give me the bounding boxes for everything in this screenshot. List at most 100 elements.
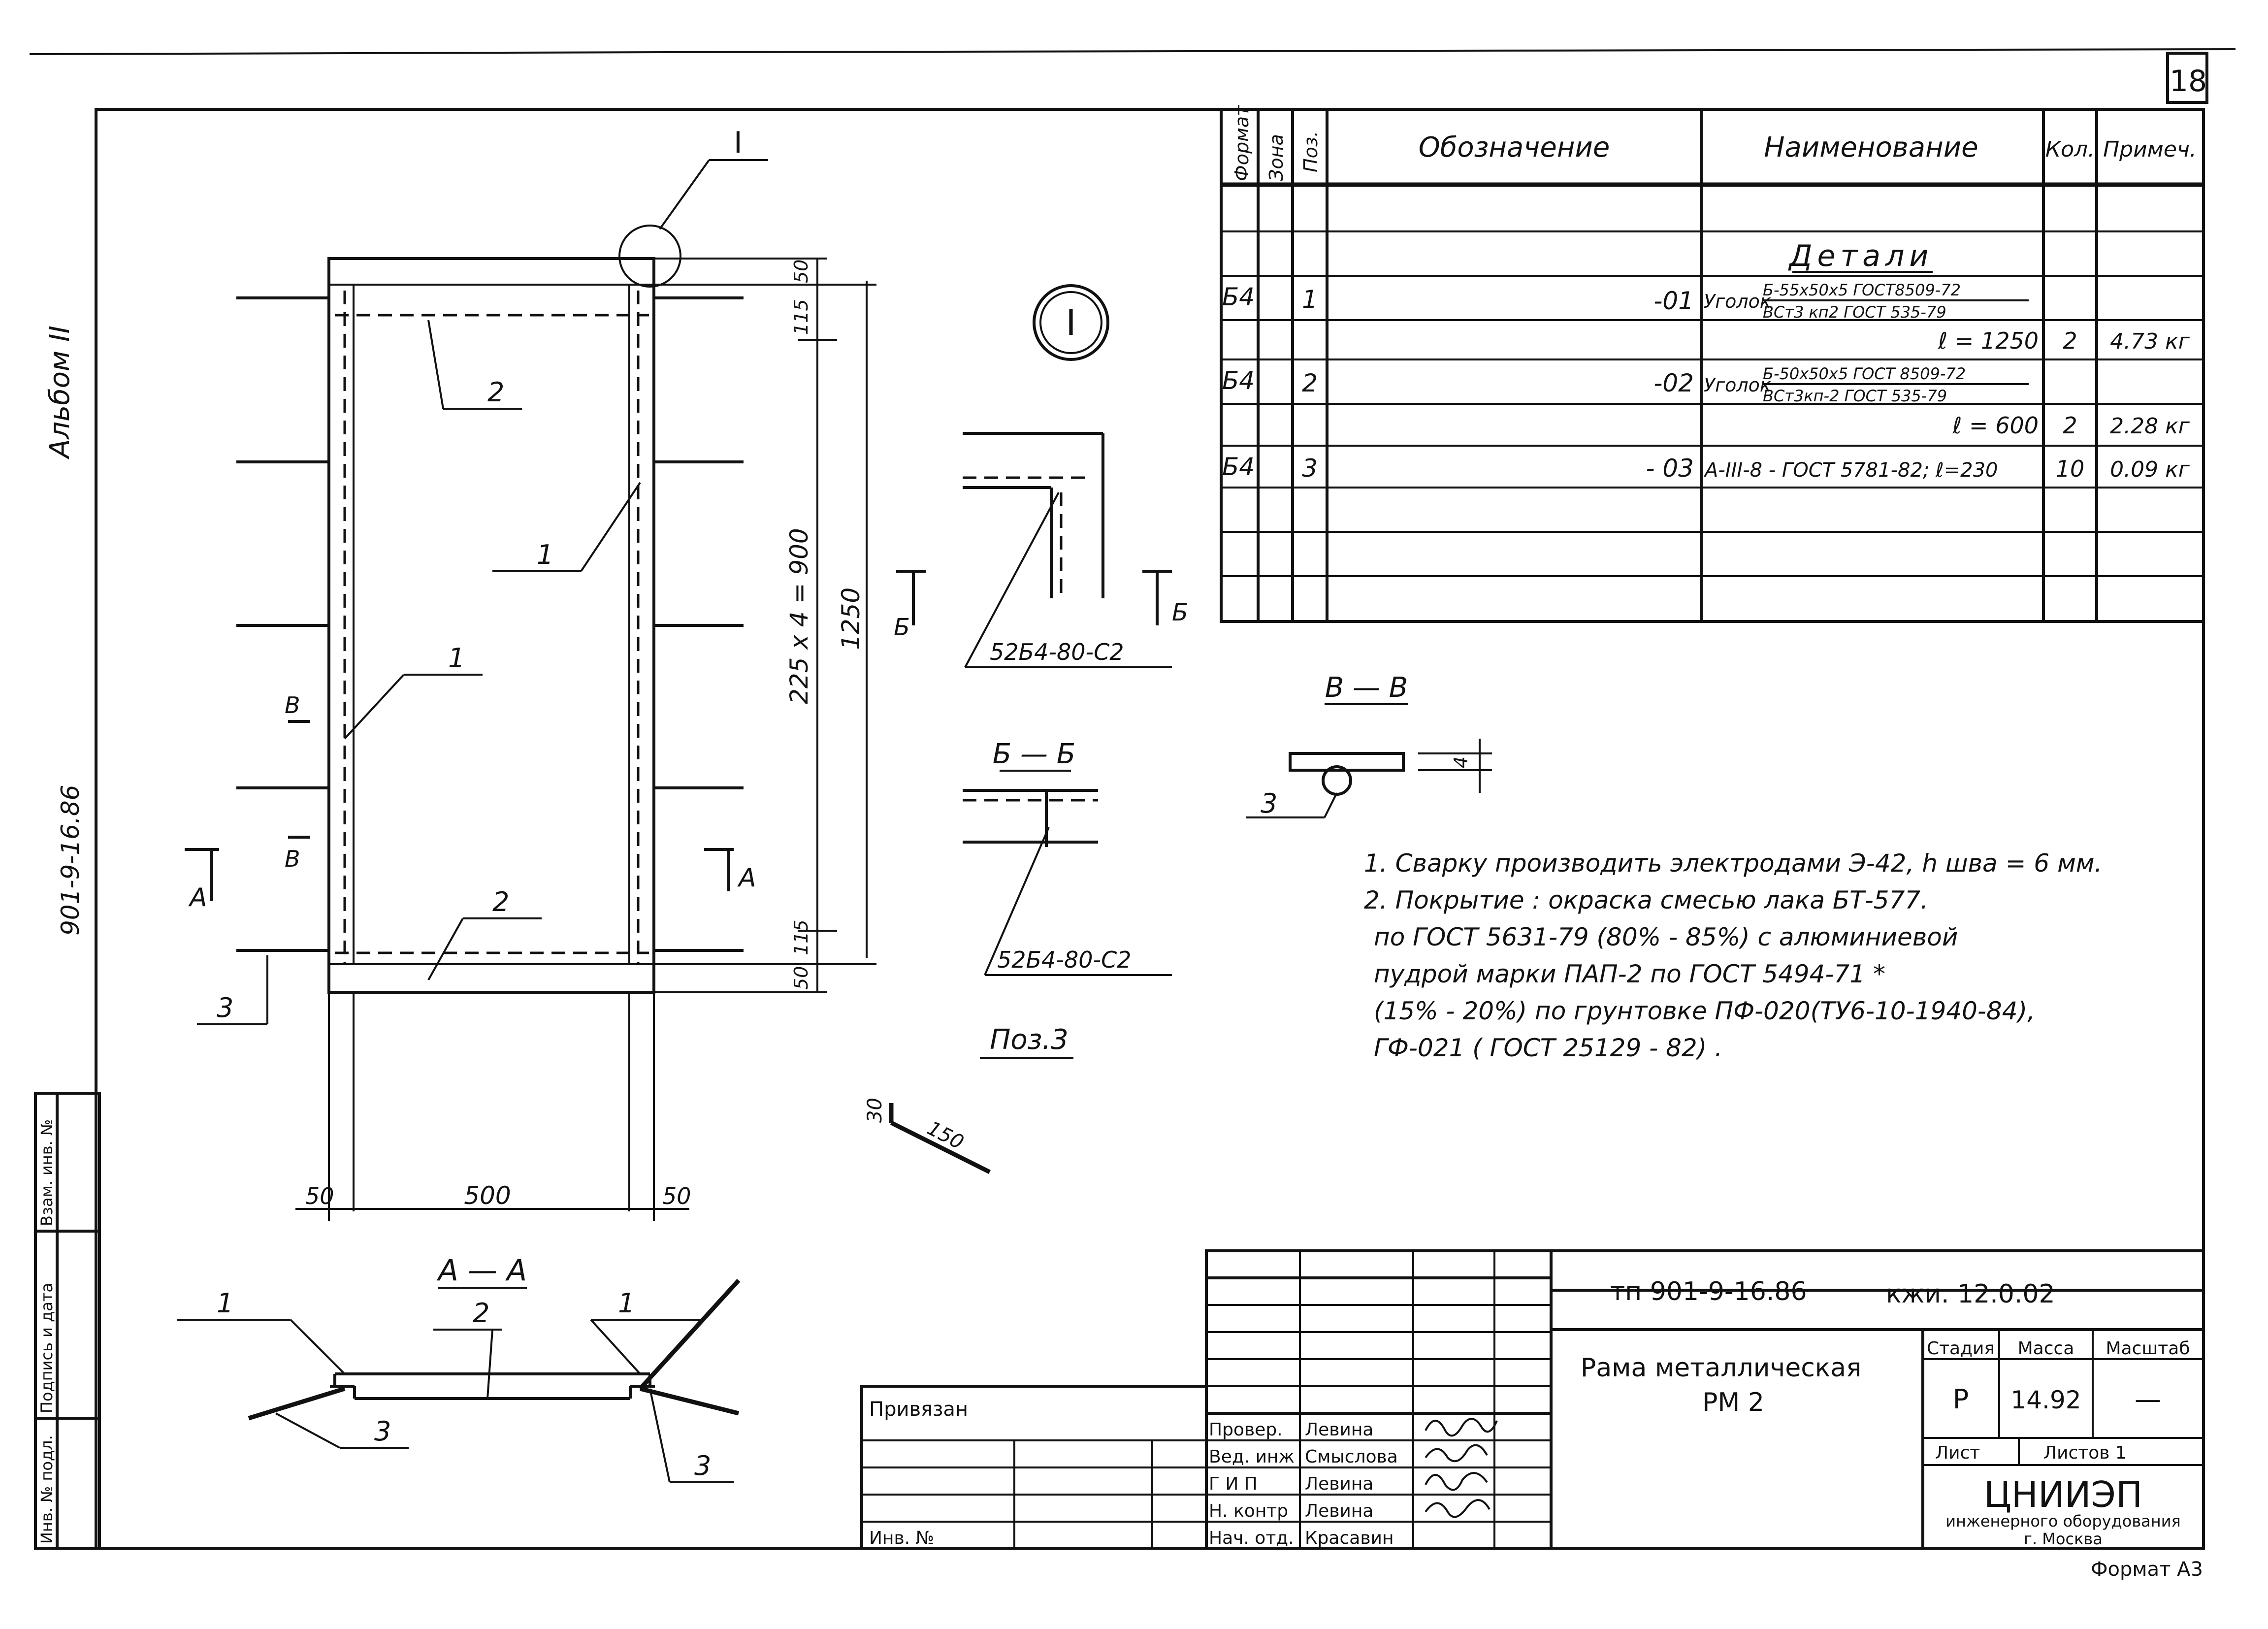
dim-30: 30 [864,1098,886,1123]
hdr-designation: Обозначение [1419,131,1610,163]
marker-v-bottom: В [285,846,300,872]
callout-3-left: 3 [217,992,233,1023]
note-line-1: 1. Сварку производить электродами Э-42, … [1364,849,2102,878]
row3-format: Б4 [1222,453,1255,481]
row1-format: Б4 [1222,283,1255,311]
dim-500: 500 [464,1181,511,1210]
note-line-3: по ГОСТ 5631-79 (80% - 85%) с алюминиево… [1374,923,1958,951]
mass-label: Масса [2018,1338,2074,1359]
row1-designation: -01 [1653,287,1694,315]
section-bb: Б — Б 52Б4-80-С2 [963,738,1172,976]
title-line-1: Рама металлическая [1581,1353,1861,1383]
inv-no-label: Инв. № [869,1528,934,1548]
mass-value: 14.92 [2010,1386,2081,1414]
sheets-label: Листов 1 [2043,1443,2127,1463]
vv-title: В — В [1325,672,1408,704]
pos3-detail: Поз.3 30 150 [864,1024,1073,1174]
stage-value: Р [1953,1384,1969,1415]
signature-1 [1425,1418,1498,1437]
album-label: Альбом II [44,326,76,459]
hdr-format: Формат [1231,104,1253,181]
row2-name-top: Б-50х50х5 ГОСТ 8509-72 [1763,364,1966,383]
dim-50-top: 50 [790,260,812,283]
dim-225: 225 х 4 = 900 [785,528,813,704]
dim-50-left: 50 [305,1183,334,1209]
spec-table: Формат Зона Поз. Обозначение Наименовани… [1220,104,2205,623]
name-5: Красавин [1305,1528,1393,1548]
dim-1250: 1250 [837,587,865,650]
strip-col2: Подпись и дата [37,1283,56,1413]
marker-b-right: Б [1172,599,1188,626]
row2-pos: 2 [1302,369,1318,397]
hdr-pos: Поз. [1300,131,1322,172]
bb-title: Б — Б [993,738,1075,770]
detail-mark-circle: I [1066,302,1076,343]
hdr-name: Наименование [1764,131,1978,163]
role-1: Провер. [1209,1420,1283,1440]
name-2: Смыслова [1305,1447,1398,1467]
strip-col1: Инв. № подл. [37,1435,56,1544]
role-5: Нач. отд. [1209,1528,1294,1548]
page-number: 18 [2170,64,2207,98]
signature-3 [1425,1472,1488,1491]
name-4: Левина [1305,1501,1373,1521]
detail-mark-top: I [734,126,743,160]
row1-name-bottom: ВСт3 кп2 ГОСТ 535-79 [1763,303,1946,322]
note-line-6: ГФ-021 ( ГОСТ 25129 - 82) . [1374,1034,1722,1062]
dim-115-top: 115 [790,299,812,335]
sheet-frame: 18 [29,48,2236,1550]
section-markers: А А В В I [185,126,768,912]
row1-qty: 2 [2063,327,2077,354]
dim-115-bottom: 115 [790,919,812,955]
row2-format: Б4 [1222,366,1255,395]
signature-4 [1425,1499,1490,1518]
note-line-4: пудрой марки ПАП-2 по ГОСТ 5494-71 * [1374,960,1885,988]
row1-pos: 1 [1302,285,1318,314]
callout-1-left: 1 [448,643,465,674]
org-line-2: инженерного оборудования [1945,1512,2181,1531]
project-code: тп 901-9-16.86 [1610,1277,1807,1306]
role-2: Вед. инж [1209,1447,1295,1467]
row1-name-top: Б-55х50х5 ГОСТ8509-72 [1763,281,1961,299]
marker-a-right: А [737,863,756,893]
frame-elevation: 2 1 1 2 3 [197,257,744,1221]
privyazan-label: Привязан [869,1398,968,1421]
row1-name-prefix: Уголок [1704,291,1771,312]
left-vertical-labels: Альбом II 901-9-16.86 [44,326,85,936]
pos3-title: Поз.3 [990,1024,1069,1056]
detail-I: I 52Б4-80-С2 Б Б [894,284,1188,668]
row2-designation: -02 [1653,369,1694,397]
signature-2 [1425,1444,1488,1463]
marker-a-left: А [188,883,207,912]
note-line-5: (15% - 20%) по грунтовке ПФ-020(ТУ6-10-1… [1374,997,2035,1025]
row1-length: ℓ = 1250 [1938,327,2039,354]
row3-qty: 10 [2056,456,2085,482]
note-line-2: 2. Покрытие : окраска смесью лака БТ-577… [1364,886,1928,914]
sheet-label: Лист [1935,1443,1980,1463]
row1-note: 4.73 кг [2110,329,2190,354]
hdr-note: Примеч. [2103,137,2197,162]
callout-3-vv: 3 [1261,788,1277,819]
role-3: Г И П [1209,1474,1258,1494]
format-label: Формат А3 [2091,1558,2203,1581]
callout-2-bottom: 2 [492,886,509,917]
aa-callout-3-right: 3 [694,1450,711,1481]
aa-callout-2: 2 [473,1298,489,1329]
weld-mark-1: 52Б4-80-С2 [990,639,1124,665]
rods-left [236,296,744,952]
aa-title: А — А [436,1253,527,1288]
row2-name-prefix: Уголок [1704,374,1771,396]
callout-2-top: 2 [487,377,504,408]
section-aa: А — А 1 1 2 3 3 [177,1253,741,1483]
scale-value: — [2135,1384,2161,1415]
name-3: Левина [1305,1474,1373,1494]
row2-note: 2.28 кг [2110,414,2190,439]
weld-mark-2: 52Б4-80-С2 [997,946,1131,973]
dim-50-bottom: 50 [790,966,812,990]
callout-1-right: 1 [537,539,553,570]
row3-pos: 3 [1302,454,1318,483]
title-line-2: РМ 2 [1702,1388,1764,1417]
notes-block: 1. Сварку производить электродами Э-42, … [1364,849,2102,1062]
hdr-zone: Зона [1265,134,1287,181]
marker-v-top: В [285,692,300,718]
